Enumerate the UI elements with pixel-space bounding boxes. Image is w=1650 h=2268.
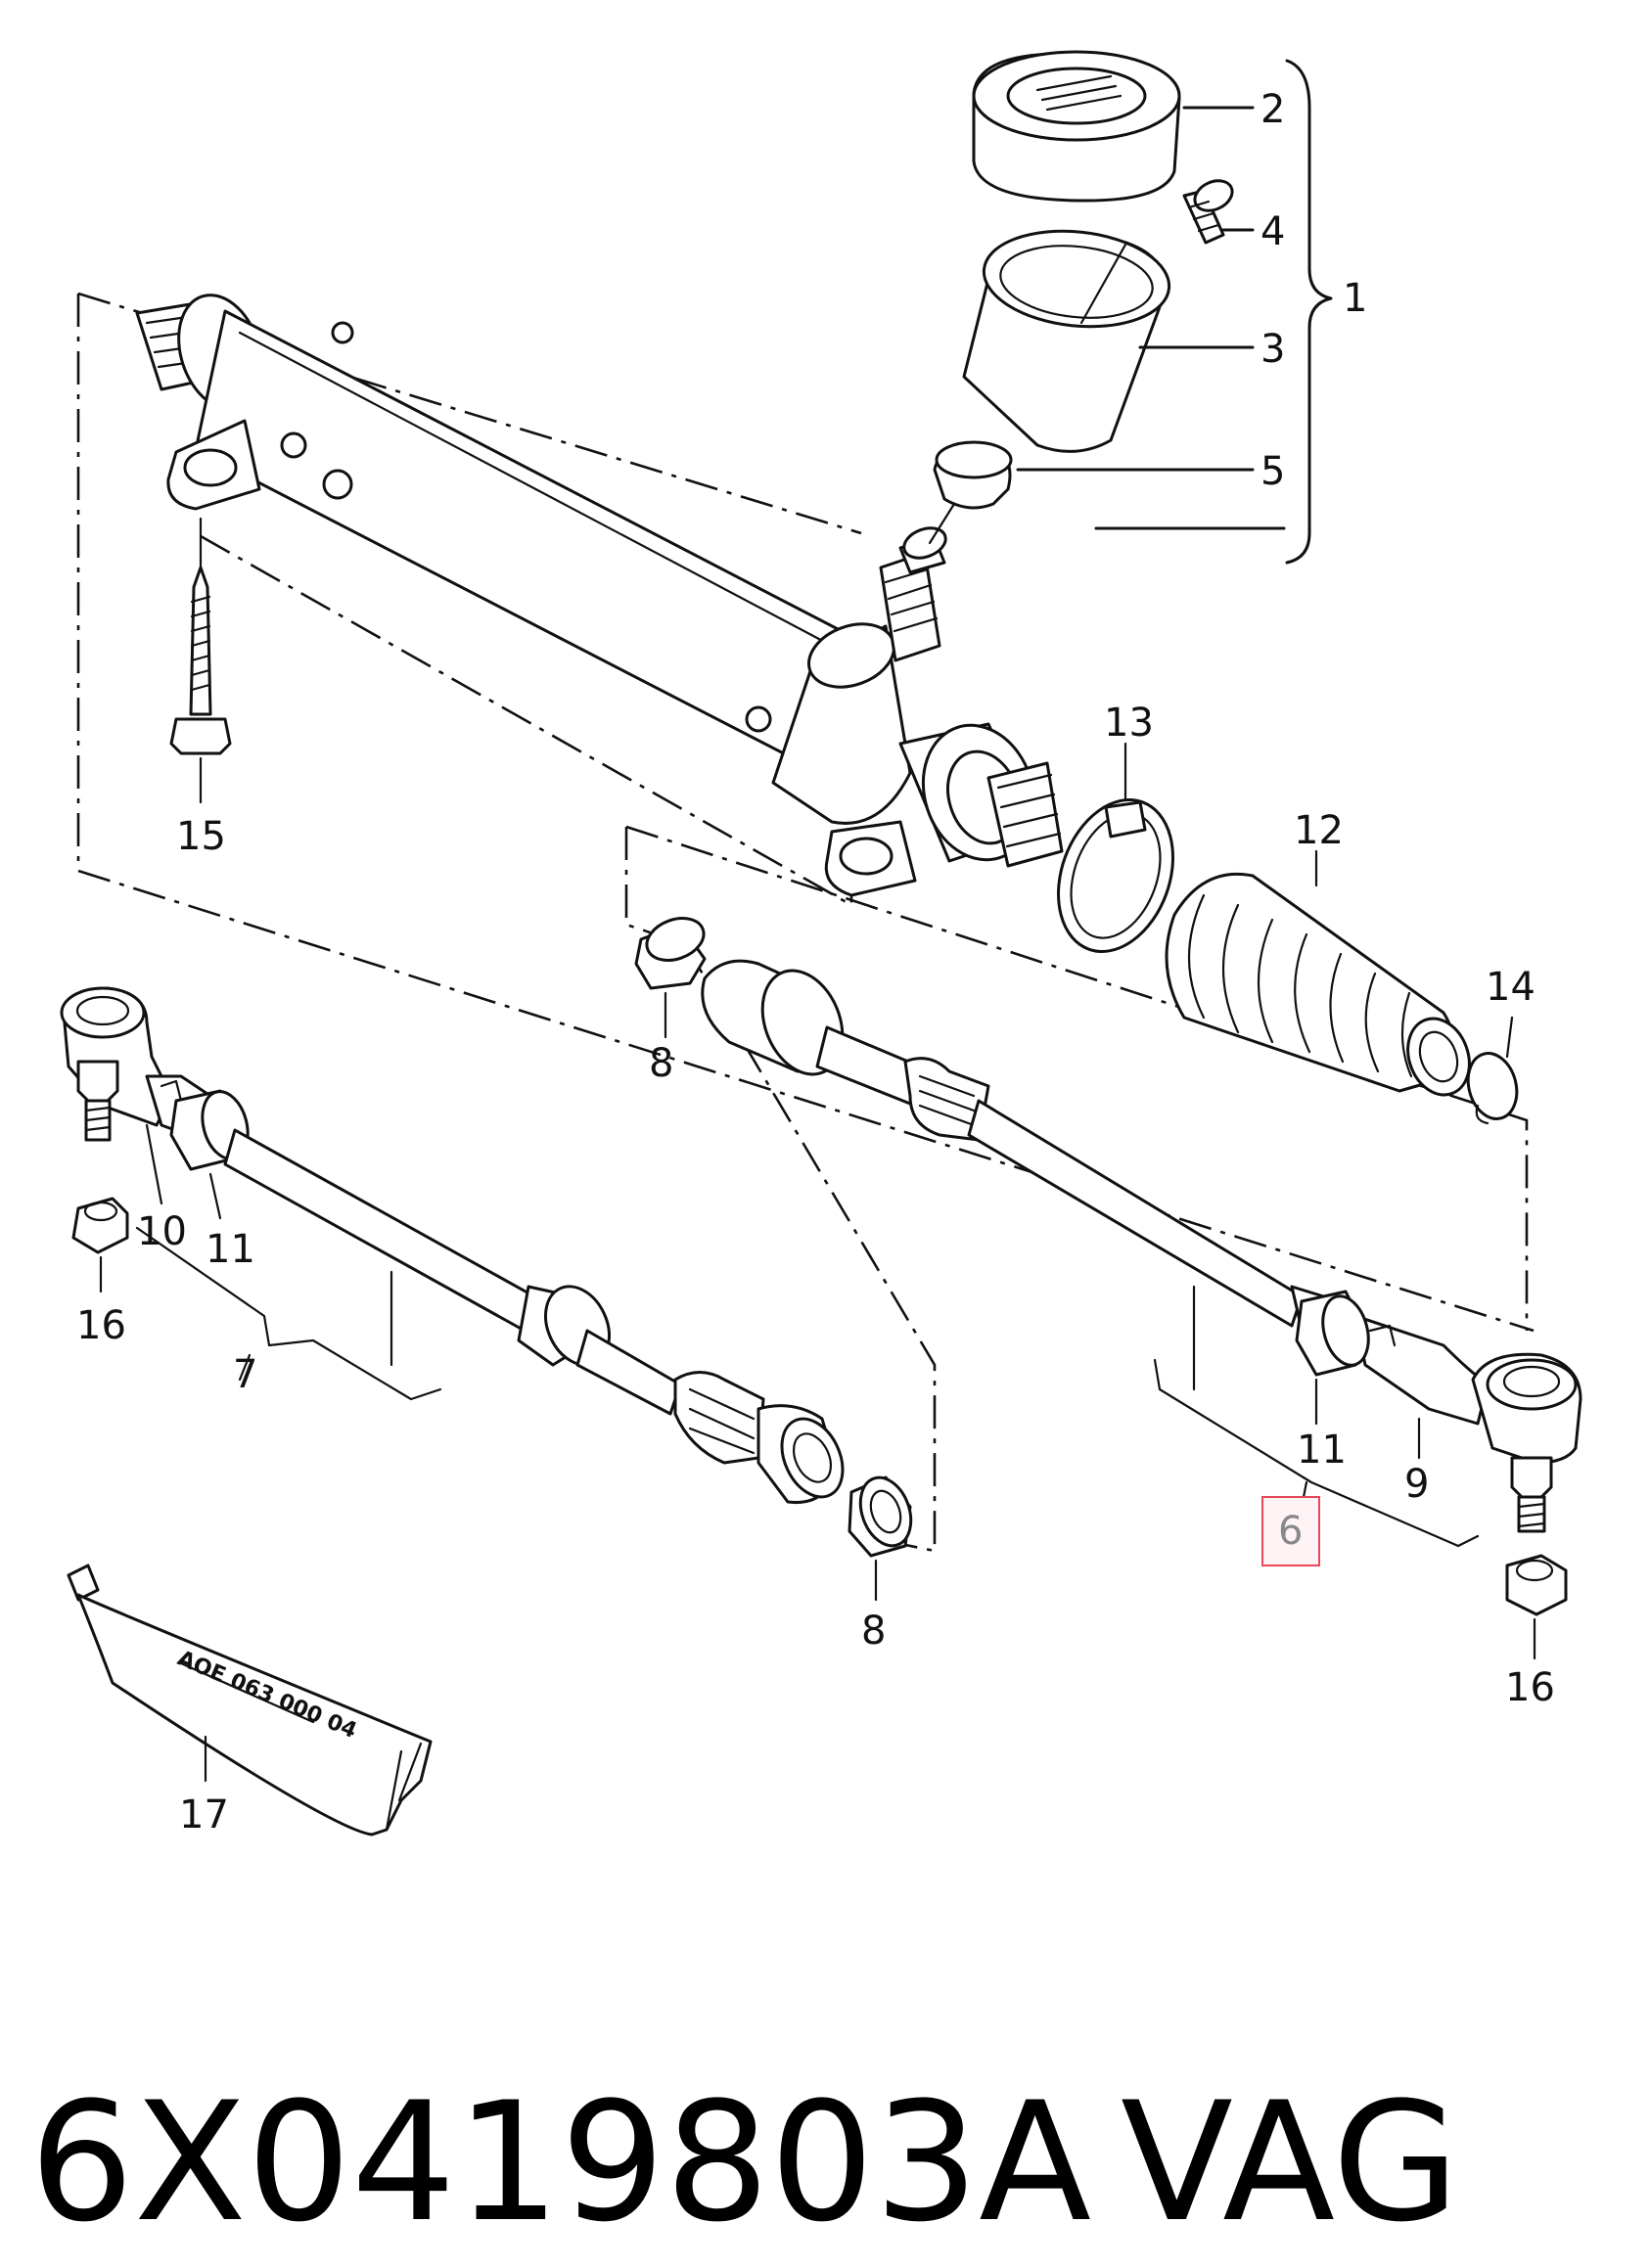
label-8-lower: 8 — [861, 1609, 886, 1654]
part-labels: 1 2 3 4 5 6 7 8 8 9 10 11 11 12 13 14 15… — [76, 87, 1555, 1837]
label-3: 3 — [1260, 327, 1285, 372]
part-2-cover — [972, 50, 1255, 203]
label-8-upper: 8 — [649, 1041, 673, 1086]
leader-lines — [135, 1226, 1480, 1548]
part-3-cone-seal — [962, 229, 1255, 453]
brand-text: VAG — [1121, 2066, 1459, 2258]
label-9: 9 — [1404, 1462, 1429, 1507]
label-11-right: 11 — [1297, 1428, 1347, 1473]
part-4-screw — [1182, 179, 1255, 245]
label-12: 12 — [1294, 808, 1344, 853]
label-7: 7 — [233, 1352, 257, 1397]
part-11-locknut-right — [1295, 1290, 1370, 1426]
part-16-nut-right — [1505, 1554, 1568, 1660]
part-8-nut-upper — [634, 917, 707, 1039]
part-13-clamp — [1057, 742, 1174, 953]
label-15: 15 — [176, 814, 226, 859]
steering-rack-housing — [135, 294, 1064, 897]
part-5-grommet — [928, 440, 1255, 545]
part-17-grease-tube: AOE 063 000 04 — [67, 1564, 433, 1837]
label-1: 1 — [1343, 276, 1367, 321]
footer: 6X0419803A VAG — [29, 2066, 1459, 2258]
label-16-right: 16 — [1505, 1665, 1555, 1710]
label-13: 13 — [1104, 701, 1154, 746]
label-10: 10 — [137, 1209, 187, 1254]
bracket-group-1 — [1094, 59, 1333, 565]
label-2: 2 — [1260, 87, 1285, 132]
label-14: 14 — [1486, 965, 1535, 1010]
part-9-tie-rod-end-right — [1471, 1352, 1582, 1533]
part-14-clip — [1466, 1016, 1519, 1125]
part-10-tie-rod-end-left — [60, 986, 242, 1205]
label-5: 5 — [1260, 449, 1285, 494]
part-12-bellows-boot — [1165, 849, 1471, 1097]
part-7-tie-rod-left — [223, 1128, 845, 1505]
part-8-nut-lower — [848, 1475, 913, 1602]
highlight-part-6 — [1261, 1496, 1320, 1566]
label-11-left: 11 — [206, 1227, 255, 1272]
label-17: 17 — [179, 1792, 229, 1837]
part-15-bolt — [169, 517, 232, 804]
part-16-nut-left — [71, 1197, 129, 1293]
label-6: 6 — [1278, 1509, 1303, 1554]
part-number-text: 6X0419803A — [29, 2066, 1091, 2258]
label-16-left: 16 — [76, 1303, 126, 1348]
label-4: 4 — [1260, 209, 1285, 254]
